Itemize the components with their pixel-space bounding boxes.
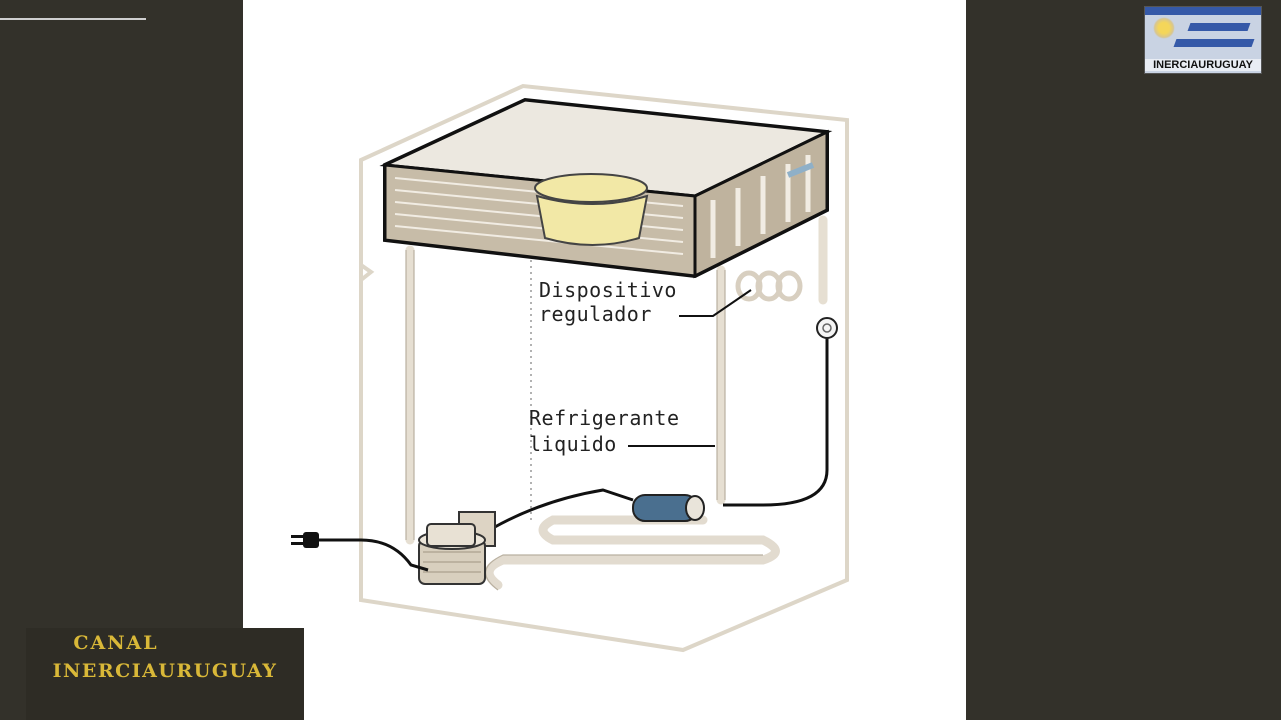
regulator-leader <box>679 289 752 317</box>
watermark-line1: CANAL <box>73 632 159 654</box>
condenser-coil <box>484 515 780 590</box>
diagram-panel: Dispositivo regulador Refrigerante liqui… <box>243 0 966 720</box>
refrigerant-label-line1: Refrigerante <box>529 406 680 430</box>
compressor <box>418 511 496 585</box>
left-dark-panel <box>0 0 243 720</box>
logo-top-strip <box>1145 7 1261 15</box>
logo-stripe <box>1187 23 1251 31</box>
discharge-line <box>492 488 634 530</box>
regulator-label-line2: regulador <box>539 302 652 326</box>
refrigerator-diagram <box>291 83 849 653</box>
watermark-line2: INERCIAURUGUAY <box>52 660 278 682</box>
capillary-coil <box>735 270 803 302</box>
channel-logo: INERCIAURUGUAY <box>1144 6 1262 74</box>
logo-name: INERCIAURUGUAY <box>1145 59 1261 71</box>
back-pipes <box>405 215 828 545</box>
left-divider-line <box>0 18 146 20</box>
regulator-label-line1: Dispositivo <box>539 278 677 302</box>
logo-stripe <box>1173 39 1255 47</box>
power-plug <box>291 532 319 548</box>
sensor-bulb <box>816 317 838 339</box>
ice-bowl <box>534 173 649 246</box>
cabinet-outline <box>359 83 849 653</box>
filter-drier <box>632 494 705 522</box>
sun-icon <box>1153 17 1175 39</box>
sensor-wire <box>723 332 829 507</box>
refrigerant-label-line2: liquido <box>529 432 617 456</box>
power-cord <box>319 538 429 572</box>
right-dark-panel <box>966 0 1281 720</box>
channel-watermark: CANAL INERCIAURUGUAY <box>26 628 304 720</box>
